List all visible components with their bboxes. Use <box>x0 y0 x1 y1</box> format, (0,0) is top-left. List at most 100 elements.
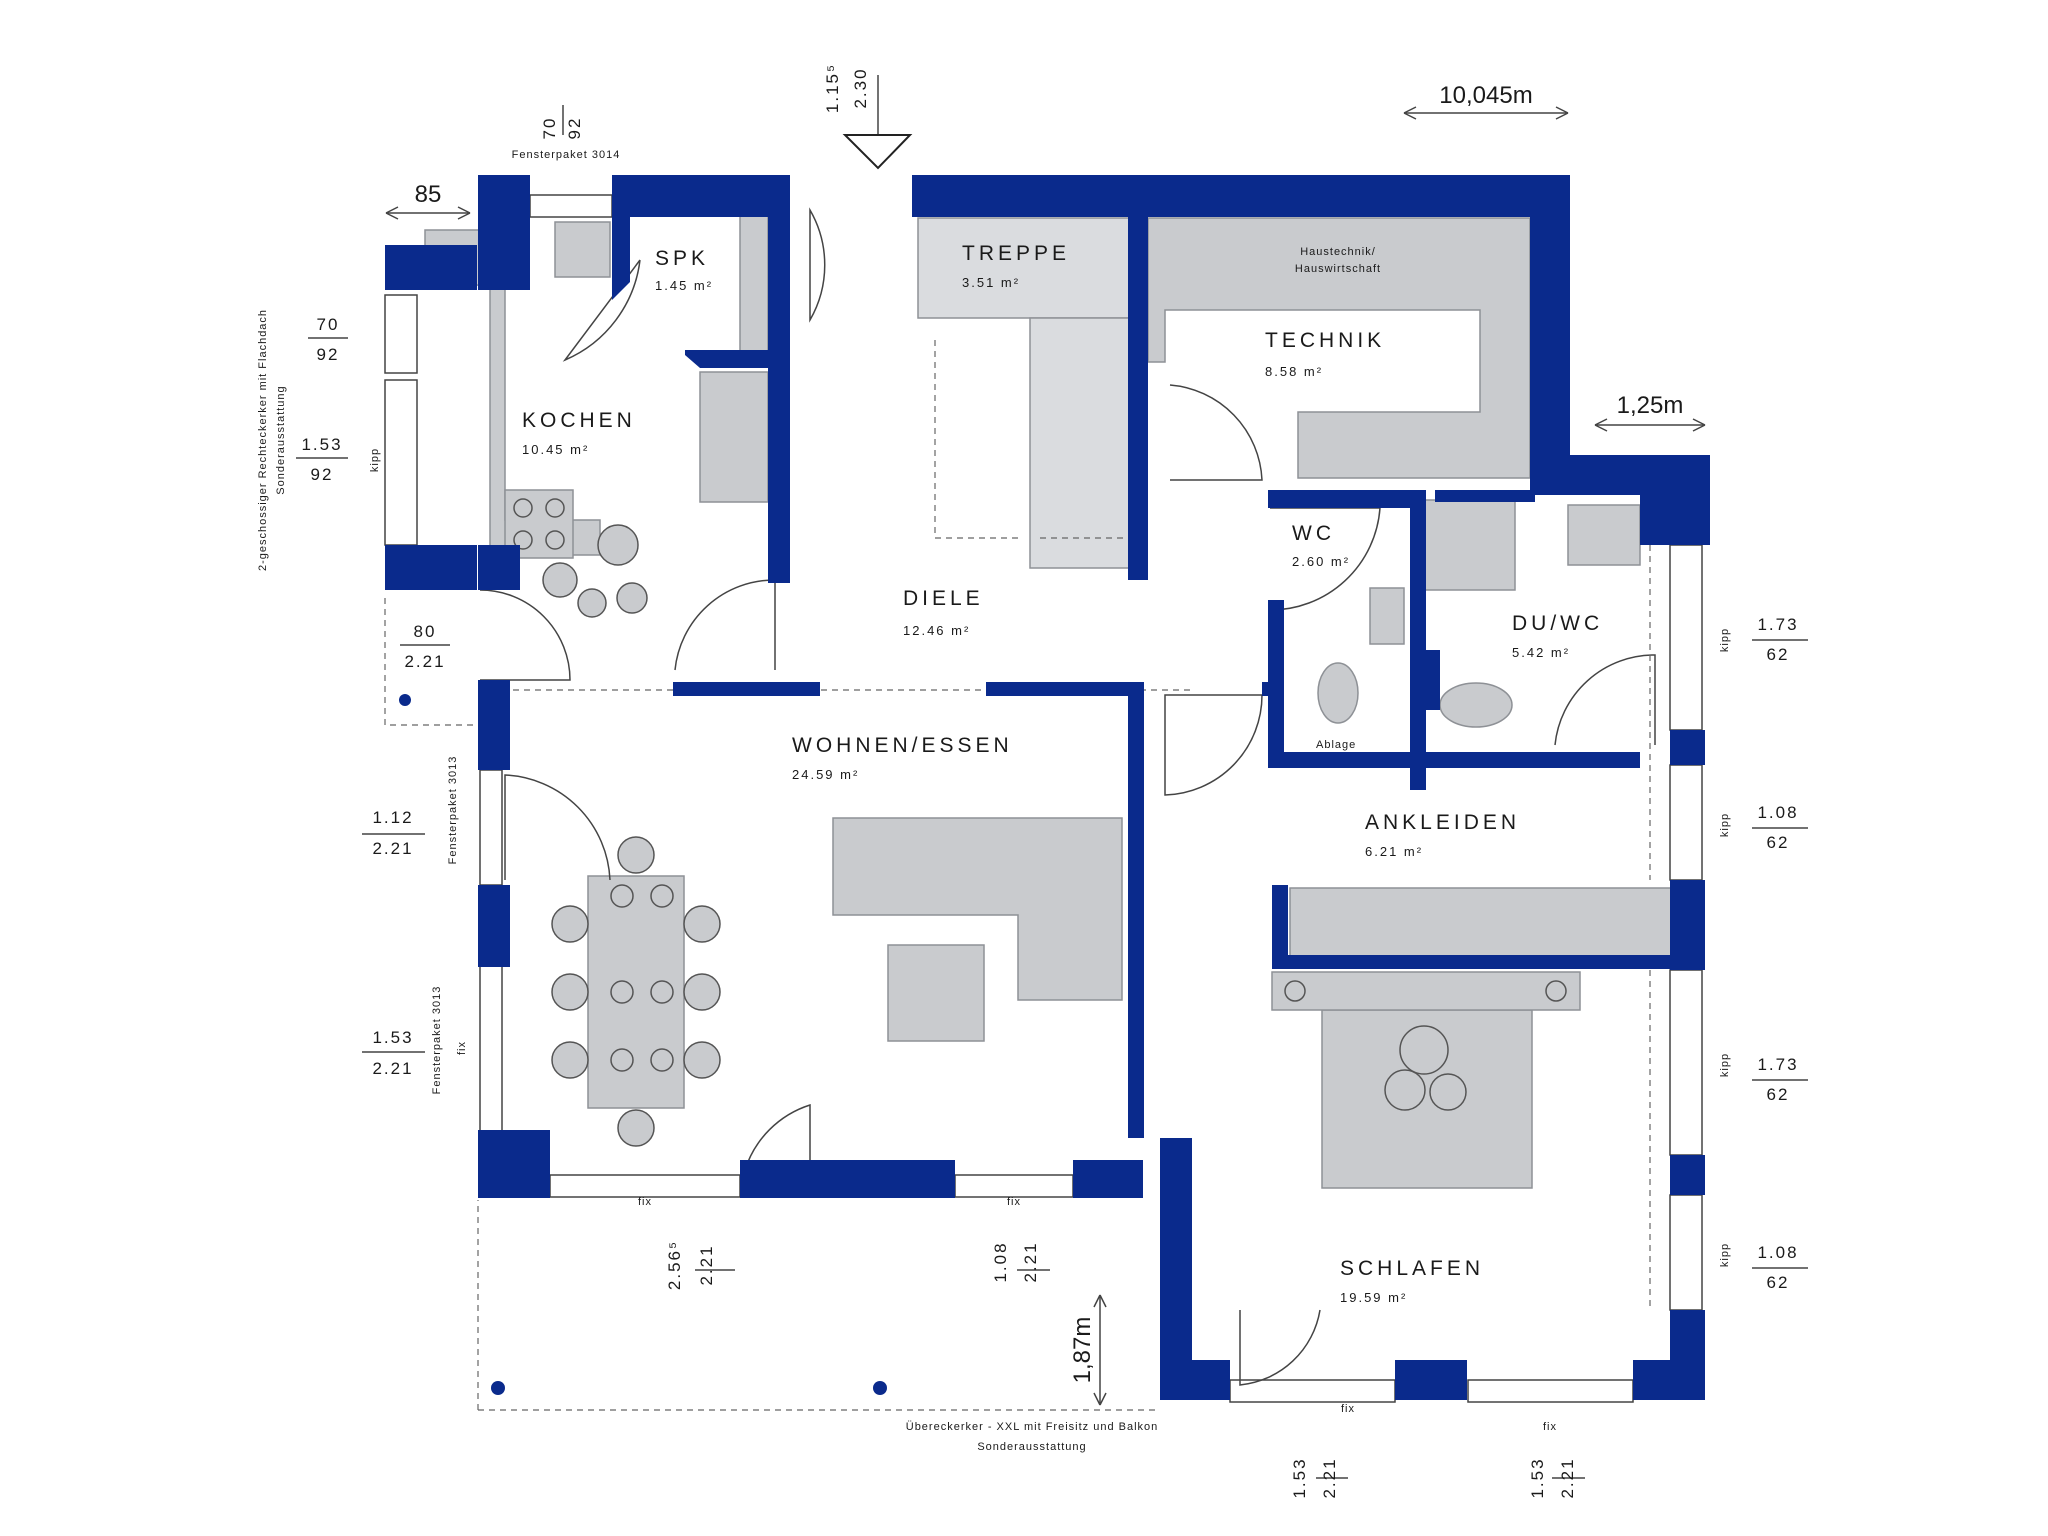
win-entry-top: 1.15⁵ <box>823 63 842 113</box>
room-haustechnik-line1: Haustechnik/ <box>1300 246 1376 258</box>
wardrobe <box>1289 887 1673 957</box>
wc-washbasin-icon <box>1369 587 1405 645</box>
door-swing-technik <box>1169 384 1263 481</box>
reference-markers <box>399 694 887 1395</box>
room-labels: SPK 1.45 m² TREPPE 3.51 m² Haustechnik/ … <box>522 242 1603 1305</box>
room-duwc-name: DU/WC <box>1512 612 1603 635</box>
door-swing-wohnen-left <box>504 774 611 881</box>
room-schlafen-name: SCHLAFEN <box>1340 1257 1484 1280</box>
dim-187-label: 1,87m <box>1069 1317 1096 1384</box>
room-kochen-name: KOCHEN <box>522 409 636 432</box>
win-left3-bottom: 2.21 <box>404 652 445 671</box>
win-left5-top: 1.53 <box>372 1028 413 1047</box>
win-entry-bottom: 2.30 <box>851 67 870 108</box>
washbasin-icon <box>1567 504 1641 566</box>
win-right2-bottom: 62 <box>1767 833 1790 852</box>
dim-85-label: 85 <box>415 181 442 208</box>
win-bottom4-bottom: 2.21 <box>1558 1457 1577 1498</box>
win-top-kitchen-bottom: 92 <box>565 117 584 140</box>
room-duwc-area: 5.42 m² <box>1512 645 1570 660</box>
win-bottom4-mode: fix <box>1543 1421 1557 1433</box>
win-right3-top: 1.73 <box>1757 1055 1798 1074</box>
room-kochen-area: 10.45 m² <box>522 442 589 457</box>
dining-chairs <box>513 498 1567 1147</box>
room-wohnen-name: WOHNEN/ESSEN <box>792 734 1013 757</box>
win-right4-mode: kipp <box>1719 1243 1731 1267</box>
win-bottom1-bottom: 2.21 <box>697 1244 716 1285</box>
note-erker-left-2: Sonderausstattung <box>275 385 287 494</box>
dimension-labels: 10,045m 85 1,25m 1,87m 70 92 1.53 92 kip… <box>301 63 1798 1499</box>
note-erker-left: 2-geschossiger Rechteckerker mit Flachda… <box>257 309 269 571</box>
pantry-shelf <box>699 371 769 503</box>
win-bottom2-mode: fix <box>1007 1196 1021 1208</box>
door-swing-wohnen <box>1164 694 1263 796</box>
room-treppe-area: 3.51 m² <box>962 275 1020 290</box>
room-schlafen-area: 19.59 m² <box>1340 1290 1407 1305</box>
win-right2-mode: kipp <box>1719 813 1731 837</box>
room-spk-name: SPK <box>655 247 709 270</box>
nightstands <box>1271 971 1581 1011</box>
room-haustechnik-line2: Hauswirtschaft <box>1295 263 1381 275</box>
win-top-kitchen-note: Fensterpaket 3014 <box>512 149 621 161</box>
room-spk-area: 1.45 m² <box>655 278 713 293</box>
win-right3-mode: kipp <box>1719 1053 1731 1077</box>
door-swing-kochen <box>562 259 641 362</box>
door-swing-schlafen <box>1239 1309 1321 1386</box>
room-treppe-name: TREPPE <box>962 242 1070 265</box>
note-erker-bottom-2: Sonderausstattung <box>977 1441 1086 1453</box>
win-bottom4-top: 1.53 <box>1528 1457 1547 1498</box>
win-left4-top: 1.12 <box>372 808 413 827</box>
win-left2-top: 1.53 <box>301 435 342 454</box>
win-right1-mode: kipp <box>1719 628 1731 652</box>
furniture-layer <box>424 209 1673 1189</box>
win-bottom1-top: 2.56⁵ <box>665 1240 684 1290</box>
notes: 2-geschossiger Rechteckerker mit Flachda… <box>257 309 1159 1453</box>
win-left2-mode: kipp <box>369 448 381 472</box>
room-technik-name: TECHNIK <box>1265 329 1385 352</box>
win-bottom3-top: 1.53 <box>1290 1457 1309 1498</box>
dining-table-icon <box>587 875 685 1109</box>
room-wohnen-area: 24.59 m² <box>792 767 859 782</box>
door-swing-wohnen-bottom <box>744 1103 811 1171</box>
shower-tray-icon <box>1424 499 1516 591</box>
win-bottom3-mode: fix <box>1341 1403 1355 1415</box>
win-right1-bottom: 62 <box>1767 645 1790 664</box>
room-diele-name: DIELE <box>903 587 984 610</box>
dim-125-label: 1,25m <box>1617 392 1684 419</box>
note-erker-bottom: Übereckerker - XXL mit Freisitz und Balk… <box>906 1421 1159 1433</box>
win-left5-bottom: 2.21 <box>372 1059 413 1078</box>
room-wc-name: WC <box>1292 522 1335 545</box>
win-bottom3-bottom: 2.21 <box>1320 1457 1339 1498</box>
coffee-table <box>887 944 985 1042</box>
win-left5-mode: fix <box>456 1041 468 1055</box>
room-ankleiden-area: 6.21 m² <box>1365 844 1423 859</box>
walls <box>385 175 1710 1400</box>
win-left1-top: 70 <box>317 315 340 334</box>
room-diele-area: 12.46 m² <box>903 623 970 638</box>
ablage-label: Ablage <box>1316 739 1356 751</box>
win-right3-bottom: 62 <box>1767 1085 1790 1104</box>
win-left4-note: Fensterpaket 3013 <box>447 756 459 865</box>
win-bottom2-bottom: 2.21 <box>1021 1241 1040 1282</box>
door-swing-duwc <box>1554 654 1656 746</box>
win-bottom1-mode: fix <box>638 1196 652 1208</box>
stairs <box>917 217 1131 319</box>
spk-shelf <box>739 209 769 359</box>
win-bottom2-top: 1.08 <box>991 1241 1010 1282</box>
win-left5-note: Fensterpaket 3013 <box>431 986 443 1095</box>
wc-toilet-icon <box>1317 662 1359 724</box>
win-right2-top: 1.08 <box>1757 803 1798 822</box>
door-swing-kochen-out <box>479 589 571 681</box>
win-left1-bottom: 92 <box>317 345 340 364</box>
win-right4-top: 1.08 <box>1757 1243 1798 1262</box>
win-left3-top: 80 <box>414 622 437 641</box>
win-left4-bottom: 2.21 <box>372 839 413 858</box>
dim-overall-width: 10,045m <box>1439 82 1532 109</box>
sofa-icon <box>832 817 1123 1001</box>
win-top-kitchen-top: 70 <box>540 117 559 140</box>
toilet-icon <box>1439 682 1513 728</box>
stairs-lower <box>1029 317 1131 569</box>
room-wc-area: 2.60 m² <box>1292 554 1350 569</box>
win-left2-bottom: 92 <box>311 465 334 484</box>
